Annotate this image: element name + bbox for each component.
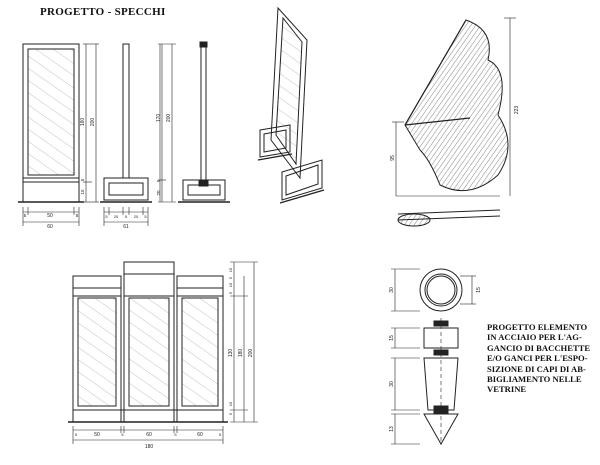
element-top-cap <box>423 327 459 349</box>
dim-triptych-overall-width: 180 <box>145 444 154 450</box>
dim-triptych-top-1: 15 <box>228 267 233 272</box>
sculpture-body <box>404 19 509 192</box>
mirror-glass <box>27 48 75 176</box>
description-line: PROGETTO ELEMENTO <box>487 322 588 332</box>
element-tip <box>423 413 459 446</box>
stand-view <box>158 41 230 203</box>
description-line: E/O GANCI PER L'ESPO- <box>487 353 588 364</box>
dim-triptych-upper-2: 5 <box>228 291 233 294</box>
dim-triptych-gap-3: 5 <box>174 432 177 437</box>
dim-side-part-1: 5 <box>105 214 108 219</box>
dim-triptych-bottom-2: 5 <box>228 412 233 415</box>
sheet-title: PROGETTO - SPECCHI <box>40 6 166 18</box>
dim-triptych-width-1: 50 <box>94 432 100 438</box>
dim-front-overall-width: 60 <box>47 224 53 230</box>
dim-element-tip: 13 <box>389 426 395 432</box>
dim-stand-total-height: 200 <box>166 114 172 123</box>
dim-triptych-top-2: 5 <box>228 276 233 279</box>
steel-element <box>391 268 476 446</box>
dim-side-overall-width: 61 <box>123 224 129 230</box>
triptych-mirror <box>68 261 258 444</box>
dim-element-body: 30 <box>389 381 395 387</box>
project-description: PROGETTO ELEMENTO IN ACCIAIO PER L'AG- G… <box>487 322 599 395</box>
dim-triptych-bottom-1: 15 <box>228 401 233 406</box>
description-line: SIZIONE DI CAPI DI AB- <box>487 363 586 374</box>
dim-triptych-panel-height: 130 <box>228 349 234 358</box>
dim-triptych-total-height: 200 <box>248 349 254 358</box>
dim-triptych-mid-height: 180 <box>238 349 244 358</box>
dim-side-part-4: 20 <box>134 214 139 219</box>
dim-stand-height: 170 <box>156 114 162 123</box>
element-body <box>423 357 459 411</box>
dim-front-height: 160 <box>80 118 86 127</box>
perspective-frame <box>270 6 308 180</box>
dim-front-side-a: 5 <box>24 213 27 218</box>
side-base <box>103 177 149 201</box>
description-line: GANCIO DI BACCHETTE <box>487 342 591 353</box>
dim-sculpture-detail-height: 95 <box>390 155 396 161</box>
side-post <box>122 43 130 179</box>
dim-stand-base-height: 20 <box>156 190 161 196</box>
dim-front-width-top: 50 <box>47 213 53 219</box>
dim-side-part-5: 5 <box>144 214 147 219</box>
dim-side-part-3: 5 <box>125 214 128 219</box>
dim-triptych-width-3: 60 <box>197 432 203 438</box>
dim-element-top-cap: 15 <box>389 335 395 341</box>
dim-stand-base-small: 5 <box>156 179 161 182</box>
dim-triptych-width-2: 60 <box>146 432 152 438</box>
dim-element-ring-outer: 30 <box>389 287 395 293</box>
front-mirror-view <box>18 43 99 226</box>
dim-sculpture-height: 223 <box>514 106 520 115</box>
element-ring-outer <box>419 268 463 312</box>
description-line: VETRINE <box>487 384 527 395</box>
dim-front-side-b: 5 <box>76 213 79 218</box>
dim-front-base-height: 15 <box>80 189 85 195</box>
dim-side-part-2: 20 <box>114 214 119 219</box>
dim-front-base-small: 5 <box>80 178 85 181</box>
dim-triptych-gap-2: 5 <box>121 432 124 437</box>
description-line: BIGLIAMENTO NELLE <box>487 374 582 385</box>
perspective-mirror <box>257 6 325 204</box>
description-line: IN ACCIAIO PER L'AG- <box>487 332 582 343</box>
dim-element-ring-inner: 15 <box>476 287 482 293</box>
dim-triptych-gap-4: 5 <box>219 432 222 437</box>
dim-triptych-upper-1: 15 <box>228 282 233 287</box>
dim-front-total-height: 200 <box>90 118 96 127</box>
dim-triptych-gap-1: 5 <box>75 432 78 437</box>
sculptural-form <box>392 17 516 227</box>
side-view <box>100 43 152 226</box>
stand-post <box>200 43 207 181</box>
